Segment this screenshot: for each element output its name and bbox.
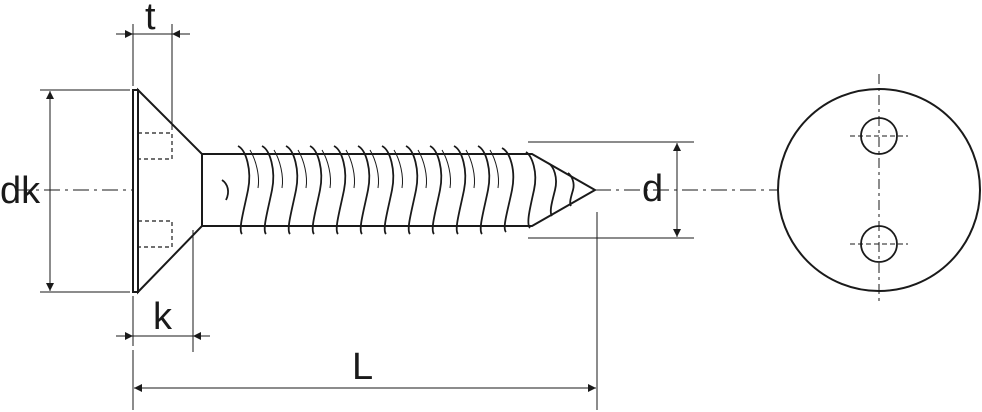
screw-shank — [201, 153, 598, 227]
label-dk: dk — [0, 170, 41, 212]
screw-head — [132, 87, 203, 295]
label-d: d — [642, 168, 664, 210]
head-end-view — [777, 74, 981, 304]
dimension-dk — [40, 89, 130, 293]
dimension-d — [528, 141, 694, 239]
screw-thread — [221, 145, 575, 235]
head-recess-hidden-lines — [138, 132, 173, 248]
label-t: t — [145, 0, 156, 38]
dimension-L — [132, 212, 598, 410]
dimension-t — [116, 24, 190, 130]
dimension-k — [116, 230, 210, 352]
label-k: k — [153, 296, 172, 338]
label-L: L — [352, 346, 374, 388]
